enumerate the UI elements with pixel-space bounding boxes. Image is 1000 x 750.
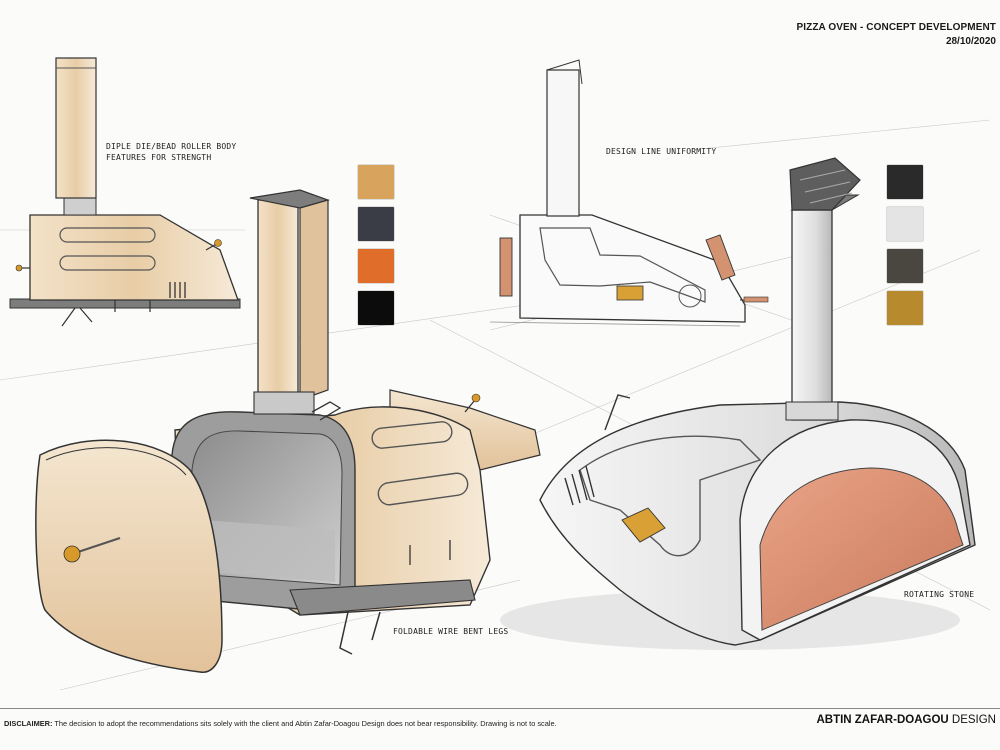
disclaimer: DISCLAIMER: The decision to adopt the re… bbox=[4, 719, 557, 728]
brand-logo: ABTIN ZAFAR-DOAGOU DESIGN bbox=[816, 714, 996, 726]
brand-suffix: DESIGN bbox=[948, 714, 996, 726]
material-palette-b bbox=[887, 165, 923, 325]
white-oven-perspective bbox=[500, 157, 976, 650]
annotation-line: FEATURES FOR STRENGTH bbox=[106, 153, 212, 162]
swatch-textured-black bbox=[887, 165, 923, 199]
annotation-line: DIPLE DIE/BEAD ROLLER BODY bbox=[106, 142, 237, 151]
swatch-tan bbox=[358, 165, 394, 199]
annotation-body-features: DIPLE DIE/BEAD ROLLER BODY FEATURES FOR … bbox=[106, 141, 236, 163]
swatch-oxidised-steel bbox=[887, 249, 923, 283]
side-view-tan bbox=[9, 57, 241, 327]
annotation-legs: FOLDABLE WIRE BENT LEGS bbox=[393, 627, 509, 636]
swatch-black bbox=[358, 291, 394, 325]
color-palette-a bbox=[358, 165, 394, 325]
footer-divider bbox=[0, 708, 1000, 709]
disclaimer-label: DISCLAIMER: bbox=[4, 719, 53, 728]
tan-oven-perspective bbox=[35, 189, 541, 673]
side-view-white bbox=[489, 59, 769, 327]
swatch-charcoal bbox=[358, 207, 394, 241]
disclaimer-text: The decision to adopt the recommendation… bbox=[54, 719, 557, 728]
brand-name: ABTIN ZAFAR-DOAGOU bbox=[816, 714, 949, 726]
page-title: PIZZA OVEN - CONCEPT DEVELOPMENT bbox=[796, 22, 996, 33]
swatch-brushed-silver bbox=[887, 207, 923, 241]
annotation-design-line: DESIGN LINE UNIFORMITY bbox=[606, 147, 717, 156]
page-date: 28/10/2020 bbox=[945, 36, 996, 47]
swatch-brushed-brass bbox=[887, 291, 923, 325]
annotation-stone: ROTATING STONE bbox=[904, 590, 975, 599]
swatch-orange bbox=[358, 249, 394, 283]
